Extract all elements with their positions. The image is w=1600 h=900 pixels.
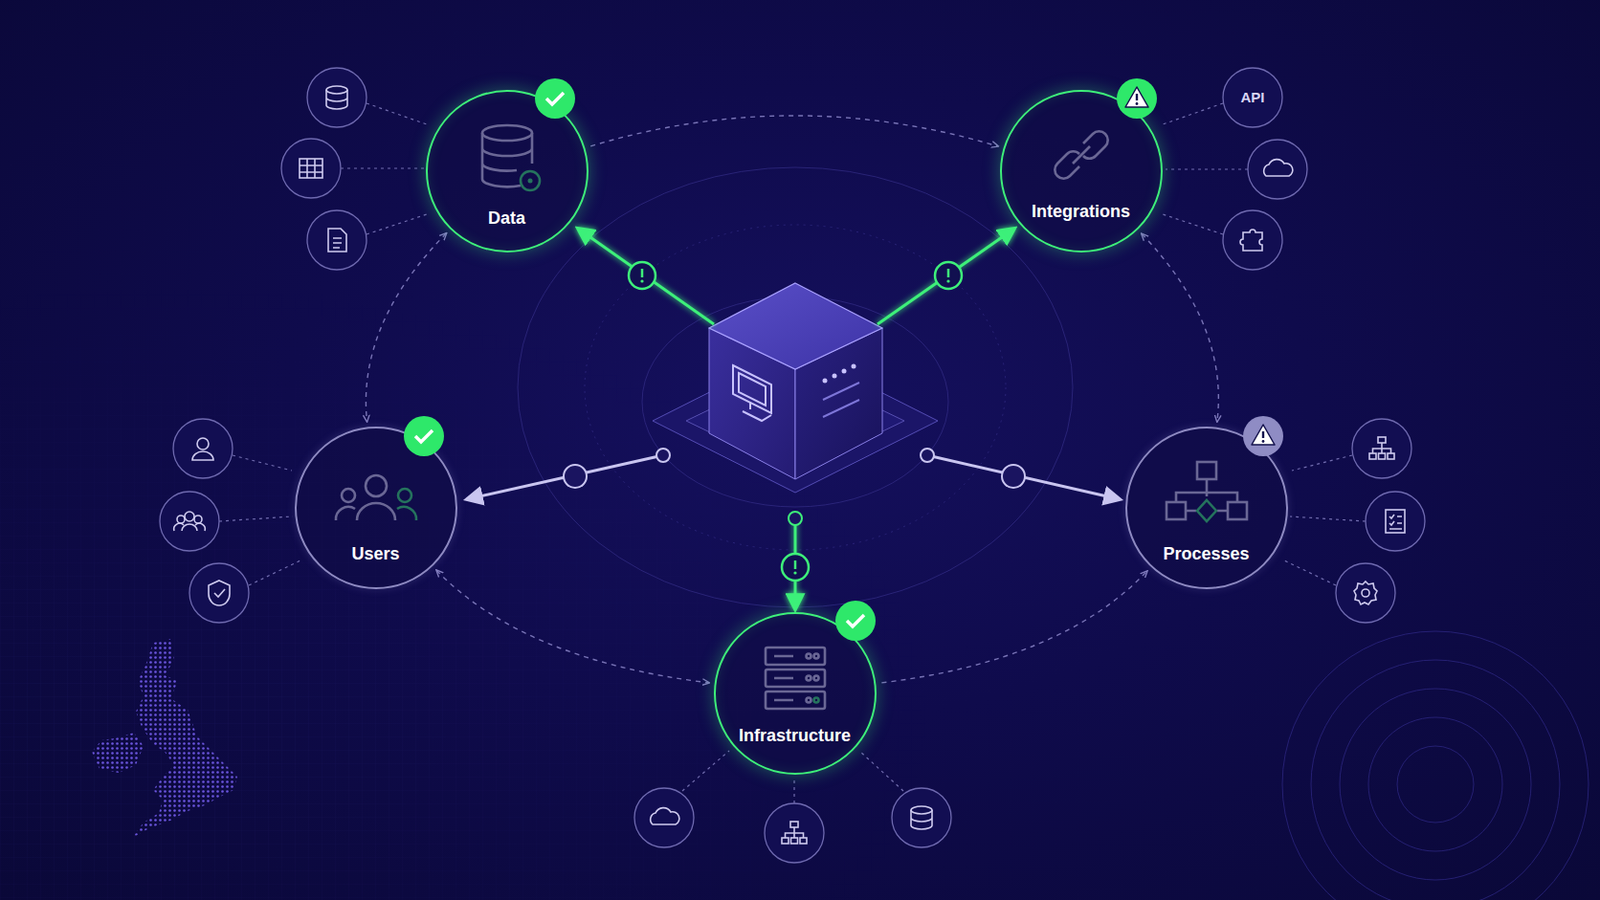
dashed-connector — [1141, 234, 1219, 423]
dashed-connector — [881, 571, 1147, 684]
category-circle: Data — [425, 89, 589, 253]
category-circle: Users — [294, 426, 458, 590]
node-label: Infrastructure — [738, 726, 851, 746]
node-label: Users — [351, 544, 400, 564]
node-label: Integrations — [1031, 201, 1131, 222]
api-label: API — [1240, 89, 1265, 106]
node-label: Data — [488, 208, 526, 228]
category-circle: Processes — [1125, 426, 1289, 590]
node-label: Processes — [1162, 544, 1249, 564]
dashed-connector — [590, 115, 999, 147]
dashed-connector — [365, 233, 446, 423]
category-circle: Integrations — [1000, 89, 1163, 253]
category-circle: Infrastructure — [713, 612, 877, 776]
dashed-connector — [436, 570, 709, 684]
